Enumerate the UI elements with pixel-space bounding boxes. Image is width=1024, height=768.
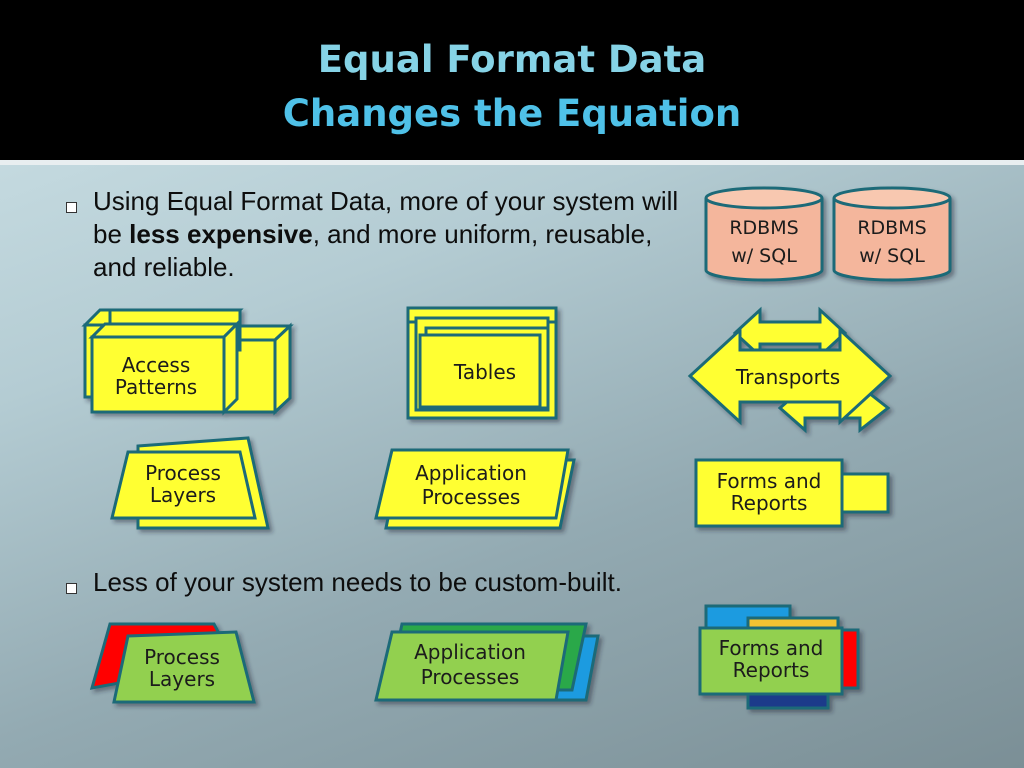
bullet-text-1-pre: Using Equal Format Data, more of your sy… [93, 186, 679, 249]
bullet-icon [66, 202, 77, 213]
title-bar [0, 0, 1024, 160]
access-patterns-label-line2: Patterns [115, 375, 197, 399]
forms-and-reports-label-line2: Reports [731, 491, 808, 515]
custom-application-processes-label-line2: Processes [421, 665, 520, 689]
application-processes-label-line2: Processes [422, 485, 521, 509]
database-1-label-line1: RDBMS [729, 217, 798, 239]
slide-subtitle: Changes the Equation [282, 92, 742, 135]
bullet-text-2: Less of your system needs to be custom-b… [93, 567, 622, 597]
process-layers-label-line2: Layers [150, 483, 216, 507]
slide-title-line1: Equal Format Data [317, 38, 707, 81]
database-1-label-line2: w/ SQL [731, 245, 797, 267]
custom-process-layers-shape: Process Layers [89, 622, 256, 704]
database-cylinder-1: RDBMS w/ SQL [704, 186, 824, 282]
custom-process-layers-label-line1: Process [144, 645, 220, 669]
custom-forms-and-reports-label-line1: Forms and [719, 636, 824, 660]
title-divider [0, 160, 1024, 165]
tables-shape: Tables [406, 306, 558, 420]
process-layers-label-line1: Process [145, 461, 221, 485]
forms-and-reports-shape: Forms and Reports [694, 458, 890, 528]
application-processes-shape: Application Processes [374, 448, 576, 530]
bullet-text-1: Using Equal Format Data, more of your sy… [93, 185, 693, 284]
custom-application-processes-label-line1: Application [414, 640, 526, 664]
access-patterns-label-line1: Access [122, 353, 190, 377]
custom-process-layers-label-line2: Layers [149, 667, 215, 691]
bullet-icon [66, 583, 77, 594]
process-layers-shape: Process Layers [110, 436, 270, 530]
custom-forms-and-reports-label-line2: Reports [733, 658, 810, 682]
database-2-label-line2: w/ SQL [859, 245, 925, 267]
forms-and-reports-label-line1: Forms and [717, 469, 822, 493]
access-patterns-shape: Access Patterns [81, 308, 294, 416]
custom-application-processes-shape: Application Processes [374, 622, 600, 702]
transports-label: Transports [735, 365, 840, 389]
transports-shape: Transports [687, 306, 893, 434]
bullet-text-1-post: , and more uniform, reusable, and reliab… [93, 219, 653, 282]
database-2-label-line1: RDBMS [857, 217, 926, 239]
bullet-text-1-bold: less expensive [129, 219, 313, 249]
application-processes-label-line1: Application [415, 461, 527, 485]
tables-label: Tables [453, 360, 516, 384]
database-cylinder-2: RDBMS w/ SQL [832, 186, 952, 282]
custom-forms-and-reports-shape: Forms and Reports [698, 604, 860, 710]
